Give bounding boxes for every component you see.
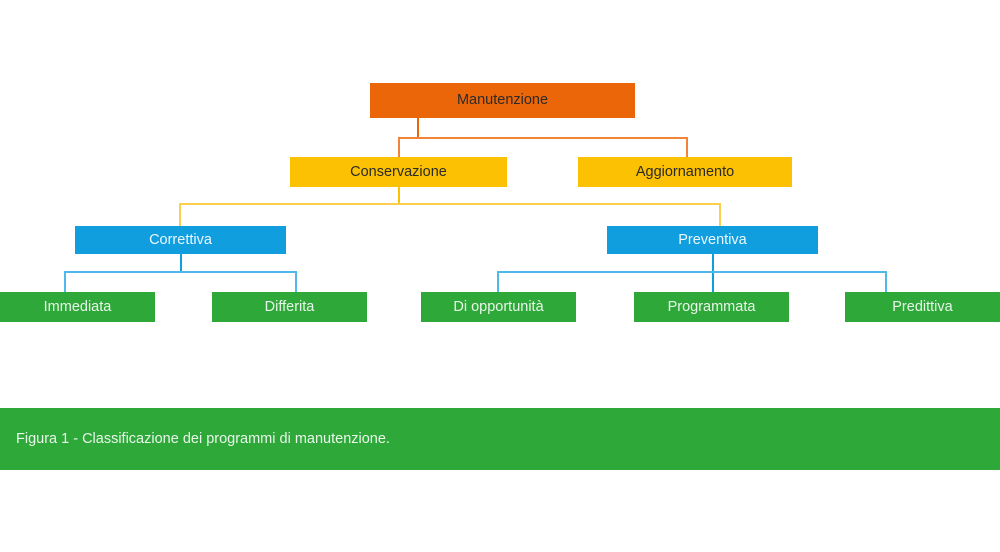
node-di-opportunita: Di opportunità [421, 292, 576, 322]
connector-level2-bus [179, 203, 721, 205]
maintenance-classification-diagram: Manutenzione Conservazione Aggiornamento… [0, 83, 1000, 322]
connector-correttiva-stem [180, 254, 182, 271]
node-correttiva: Correttiva [75, 226, 286, 254]
connector-di-opportunita-drop [497, 271, 499, 294]
node-preventiva: Preventiva [607, 226, 818, 254]
node-immediata: Immediata [0, 292, 155, 322]
figure-caption-text: Figura 1 - Classificazione dei programmi… [16, 431, 390, 447]
node-predittiva: Predittiva [845, 292, 1000, 322]
node-manutenzione: Manutenzione [370, 83, 635, 118]
connector-aggiornamento-drop [686, 137, 688, 157]
figure-caption-bar: Figura 1 - Classificazione dei programmi… [0, 408, 1000, 470]
node-label: Immediata [43, 298, 112, 315]
node-label: Conservazione [350, 163, 447, 180]
node-conservazione: Conservazione [290, 157, 507, 187]
node-label: Programmata [667, 298, 756, 315]
node-label: Manutenzione [456, 92, 549, 109]
connector-differita-drop [295, 271, 297, 294]
connector-conservazione-stem [398, 187, 400, 203]
node-label: Preventiva [678, 231, 747, 248]
connector-correttiva-bus [64, 271, 297, 273]
node-label: Aggiornamento [635, 163, 735, 180]
node-label: Predittiva [892, 298, 953, 315]
connector-preventiva-bus [497, 271, 887, 273]
connector-level1-bus [398, 137, 688, 139]
node-aggiornamento: Aggiornamento [578, 157, 792, 187]
node-programmata: Programmata [634, 292, 789, 322]
connector-preventiva-stem [712, 254, 714, 294]
connector-correttiva-drop [179, 203, 181, 229]
node-label: Di opportunità [453, 298, 544, 315]
node-label: Differita [264, 298, 315, 315]
connector-preventiva-drop [719, 203, 721, 229]
connector-immediata-drop [64, 271, 66, 294]
connector-predittiva-drop [885, 271, 887, 294]
connector-conservazione-drop [398, 137, 400, 157]
node-label: Correttiva [149, 231, 212, 248]
connector-manutenzione-stem [417, 118, 419, 137]
node-differita: Differita [212, 292, 367, 322]
